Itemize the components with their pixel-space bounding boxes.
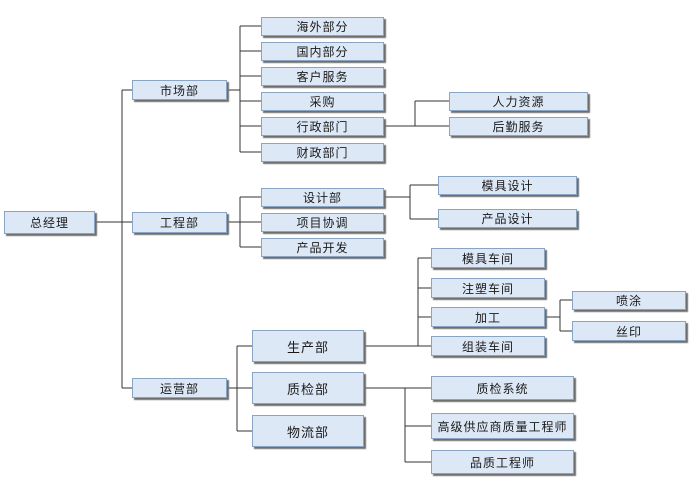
node-overseas: 海外部分 [261,17,384,36]
node-quality-engineer: 品质工程师 [431,450,574,474]
node-senior-sqe: 高级供应商质量工程师 [431,413,574,439]
node-injection-workshop: 注塑车间 [431,278,545,298]
node-project-coordination: 项目协调 [261,213,384,232]
node-design-dept: 设计部 [261,188,384,207]
node-engineering-dept: 工程部 [132,212,227,233]
node-general-manager: 总经理 [4,211,95,234]
node-logistics-dept: 物流部 [252,415,364,447]
node-operations-dept: 运营部 [132,378,227,398]
node-spraying: 喷涂 [572,291,686,310]
node-customer-service: 客户服务 [261,67,384,86]
node-marketing-dept: 市场部 [132,80,227,100]
node-silk-printing: 丝印 [572,321,686,341]
node-finance: 财政部门 [261,143,384,162]
node-human-resources: 人力资源 [449,92,588,111]
node-product-design: 产品设计 [438,209,577,228]
node-administration: 行政部门 [261,117,384,136]
node-quality-dept: 质检部 [252,372,364,404]
node-logistics-service: 后勤服务 [449,117,588,136]
node-mold-design: 模具设计 [438,176,577,195]
node-quality-system: 质检系统 [431,376,574,400]
node-assembly-workshop: 组装车间 [431,336,545,356]
node-product-development: 产品开发 [261,238,384,257]
node-processing: 加工 [431,307,545,327]
node-production-dept: 生产部 [252,330,364,362]
node-domestic: 国内部分 [261,42,384,61]
node-mold-workshop: 模具车间 [431,248,545,268]
node-purchasing: 采购 [261,92,384,111]
